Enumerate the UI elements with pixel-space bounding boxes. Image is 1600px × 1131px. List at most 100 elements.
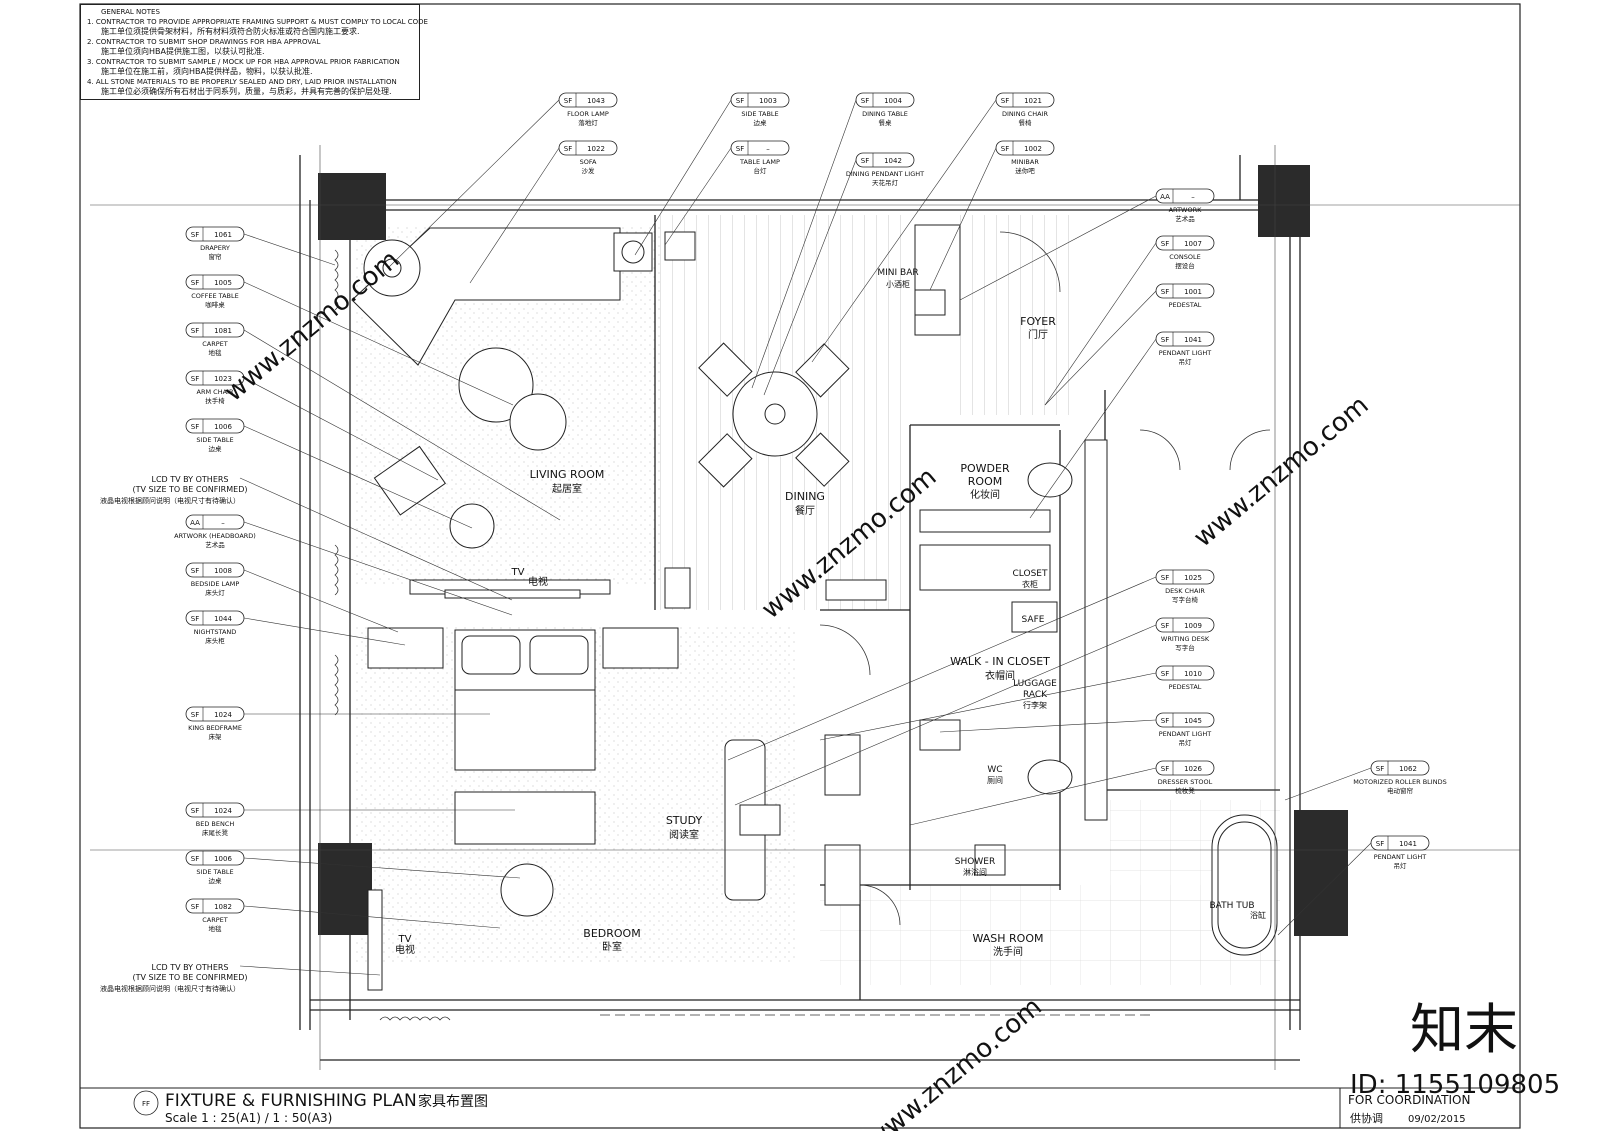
tv-note-line: (TV SIZE TO BE CONFIRMED) [133,973,248,982]
tag-leader [811,99,997,363]
tag-code: – [766,145,770,153]
tag-prefix: SF [1161,670,1169,678]
tag-label-cn: 艺术品 [1175,214,1195,223]
tag-leader [1029,338,1157,519]
room-label-powder: POWDER [960,462,1010,475]
tag-code: 1008 [214,567,232,575]
note-line: 2. CONTRACTOR TO SUBMIT SHOP DRAWINGS FO… [87,38,321,46]
tag-leader [664,147,732,246]
room-label-shower: SHOWER [955,857,995,867]
tag-code: 1009 [1184,622,1202,630]
room-label-bedroom-cn: 卧室 [602,940,622,953]
note-line: 3. CONTRACTOR TO SUBMIT SAMPLE / MOCK UP… [87,58,400,66]
column [318,173,386,240]
room-label-luggage-2: RACK [1023,690,1048,700]
tag-label: MOTORIZED ROLLER BLINDS [1353,778,1446,786]
tag-code: 1041 [1399,840,1417,848]
tag-prefix: SF [191,327,199,335]
bath-fixtures [824,439,1278,956]
tag-leader [819,672,1157,741]
tag-code: – [1191,193,1195,201]
room-label-wc-cn: 厕间 [987,776,1003,785]
tag-leader [243,377,439,481]
tag-prefix: SF [1161,765,1169,773]
tag-label: CARPET [202,340,228,348]
tag-label-cn: 沙发 [582,166,596,175]
tag-leader [243,521,513,616]
room-label-wc: WC [987,765,1002,775]
tag-label: PENDANT LIGHT [1159,349,1212,357]
tag-prefix: SF [191,711,199,719]
room-label-minibar-cn: 小酒柜 [886,279,910,289]
room-label-study: STUDY [666,814,703,827]
tag-code: 1006 [214,855,232,863]
tag-prefix: SF [861,97,869,105]
tag-label: PEDESTAL [1169,683,1202,691]
tag-label: SOFA [580,158,597,166]
tv-note-line: LCD TV BY OTHERS [151,963,228,972]
tag-code: 1045 [1184,717,1202,725]
tag-label-cn: 餐桌 [879,118,893,127]
tag-prefix: SF [1161,717,1169,725]
dining-furniture [664,224,961,609]
tag-prefix: SF [191,279,199,287]
leader-tag: AA–ARTWORK (HEADBOARD)艺术品 [174,514,513,616]
watermark-site: www.znzmo.com [1188,390,1374,553]
tag-prefix: SF [736,97,744,105]
tag-label: CARPET [202,916,228,924]
status-text-cn: 供协调 [1350,1111,1383,1125]
tag-prefix: SF [1001,97,1009,105]
tag-code: 1062 [1399,765,1417,773]
room-label-washroom-cn: 洗手间 [993,945,1023,958]
drawing-title: FIXTURE & FURNISHING PLAN [165,1091,417,1111]
tag-leader [243,281,514,406]
tag-prefix: SF [1376,765,1384,773]
tag-label: PENDANT LIGHT [1159,730,1212,738]
tag-leader [469,147,560,284]
tag-prefix: SF [191,375,199,383]
tag-label-cn: 吊灯 [1179,738,1193,747]
tag-code: 1042 [884,157,902,165]
tag-prefix: SF [191,903,199,911]
tv-note-line: 液晶电视根据顾问说明（电视尺寸有待确认） [100,496,240,505]
tag-label-cn: 艺术品 [205,540,225,549]
room-label-bathtub-cn: 浴缸 [1250,910,1266,920]
tag-leader [243,569,399,633]
tag-leader [909,767,1157,826]
room-label-bathtub: BATH TUB [1209,901,1254,911]
tag-prefix: SF [191,855,199,863]
room-label-powder-2: ROOM [968,475,1002,488]
tag-label-cn: 吊灯 [1394,861,1408,870]
tag-leader [243,617,406,646]
tag-label-cn: 床架 [209,732,223,741]
tag-label-cn: 床头柜 [205,636,225,645]
drawing-scale: Scale 1 : 25(A1) / 1 : 50(A3) [165,1111,332,1125]
tag-prefix: SF [1161,574,1169,582]
tag-leader [1044,242,1157,406]
tag-label: CONSOLE [1169,253,1201,261]
room-label-safe: SAFE [1022,615,1045,625]
tag-label: FLOOR LAMP [567,110,609,118]
room-label-powder-cn: 化妆间 [970,488,1000,501]
note-line: 施工单位须向HBA提供施工图，以获认可批准. [101,47,265,56]
column [318,843,372,935]
tag-code: 1081 [214,327,232,335]
tag-code: 1026 [1184,765,1202,773]
tag-label-cn: 咖啡桌 [205,300,225,309]
tag-leader [939,719,1157,733]
issue-date: 09/02/2015 [1408,1114,1466,1125]
living-furniture [351,227,653,599]
